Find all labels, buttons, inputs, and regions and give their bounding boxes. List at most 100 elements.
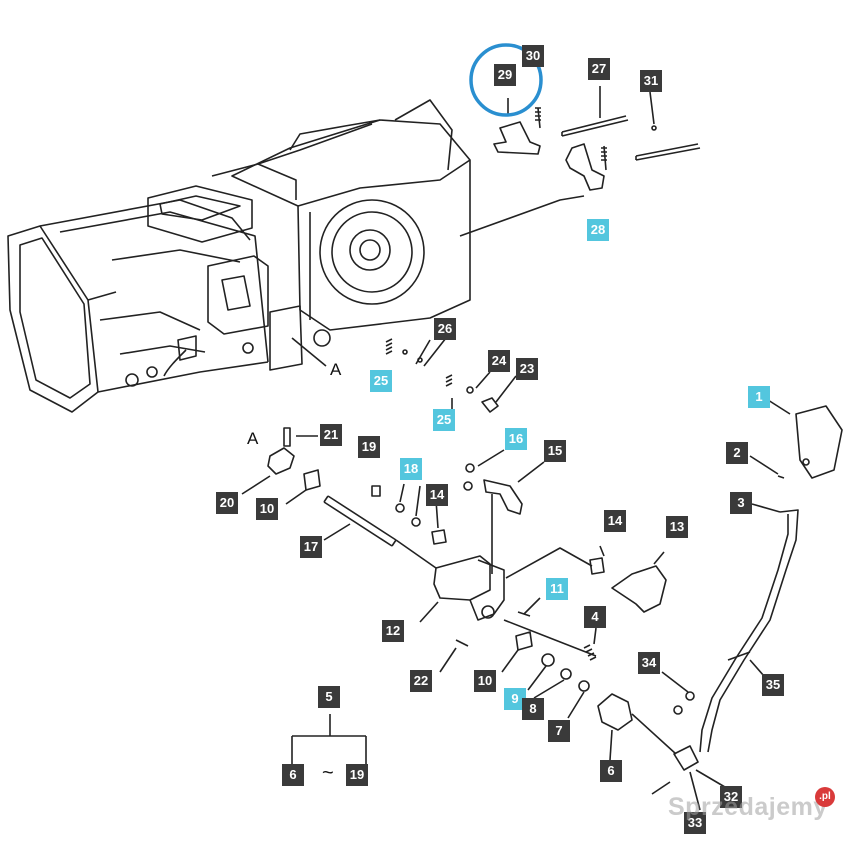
- callout-31: 31: [640, 70, 662, 92]
- callout-19b: 19: [346, 764, 368, 786]
- selector-housing-12: [395, 539, 505, 623]
- shaft-centerline: [503, 619, 597, 657]
- callout-9: 9: [504, 688, 526, 710]
- shaft-17: [323, 495, 397, 547]
- pin-33: [651, 781, 671, 795]
- watermark-badge: .pl: [815, 787, 835, 807]
- ball-31: [651, 125, 657, 131]
- callout-24: 24: [488, 350, 510, 372]
- shift-fork-upper: [493, 98, 541, 155]
- nut-16b: [463, 481, 473, 491]
- group-bracket-5: [291, 714, 367, 764]
- callout-17: 17: [300, 536, 322, 558]
- leader-4: [593, 627, 597, 645]
- leader-13: [653, 551, 665, 565]
- transmission-housing: [7, 99, 471, 413]
- leader-3: [751, 503, 781, 513]
- selector-arm-20: [267, 447, 295, 475]
- shift-fork-lower: [565, 143, 607, 191]
- reference-mark-a-upper: A: [330, 360, 342, 379]
- callout-14b: 14: [604, 510, 626, 532]
- callout-33: 33: [684, 812, 706, 834]
- callout-23: 23: [516, 358, 538, 380]
- boot-6: [597, 693, 633, 731]
- bushing-10-left: [303, 469, 321, 491]
- leader-34: [661, 671, 689, 693]
- bushing-10-right: [515, 631, 533, 651]
- callout-29: 29: [494, 64, 516, 86]
- detent-ball-a: [402, 349, 408, 355]
- leader-10-right: [501, 649, 519, 673]
- pin-21: [283, 427, 291, 447]
- range-tilde: ~: [322, 762, 334, 784]
- bushing-14-right: [589, 557, 605, 575]
- arm-13: [611, 565, 667, 613]
- callout-32: 32: [720, 786, 742, 808]
- callout-5: 5: [318, 686, 340, 708]
- washer-9: [541, 653, 555, 667]
- leader-10-left: [285, 489, 307, 505]
- callout-10a: 10: [256, 498, 278, 520]
- bolt-19: [371, 485, 381, 497]
- callout-21: 21: [320, 424, 342, 446]
- leader-rods: [599, 86, 655, 125]
- callout-8: 8: [522, 698, 544, 720]
- leader-2: [749, 455, 779, 475]
- leader-15-16: [477, 449, 545, 574]
- washer-8: [560, 668, 572, 680]
- callout-25a: 25: [370, 370, 392, 392]
- callout-7: 7: [548, 720, 570, 742]
- leader-20: [241, 475, 271, 495]
- reference-mark-a-lower: A: [247, 429, 259, 448]
- shift-rod-27: [561, 115, 629, 137]
- callout-15: 15: [544, 440, 566, 462]
- joint-32: [673, 745, 699, 771]
- leader-23-24-25: [451, 371, 517, 410]
- callout-22: 22: [410, 670, 432, 692]
- callout-18: 18: [400, 458, 422, 480]
- callout-10b: 10: [474, 670, 496, 692]
- leader-14-right: [599, 545, 605, 557]
- plug-23: [481, 397, 499, 413]
- nut-16a: [465, 463, 475, 473]
- leader-28-line: [459, 195, 585, 237]
- knob-1: [795, 405, 843, 479]
- lever-3: [699, 509, 799, 753]
- watermark-text: Sprzedajemy: [668, 793, 828, 821]
- screw-2: [777, 475, 785, 479]
- callout-30: 30: [522, 45, 544, 67]
- callout-1: 1: [748, 386, 770, 408]
- callout-4: 4: [584, 606, 606, 628]
- callout-6b: 6: [600, 760, 622, 782]
- knob-hole: [802, 458, 810, 466]
- nut-34b: [673, 705, 683, 715]
- leader-11: [523, 597, 541, 615]
- bushing-14-left: [431, 529, 447, 545]
- leader-22: [439, 647, 457, 673]
- detent-spring-upper: [385, 338, 393, 355]
- bracket-15: [483, 479, 523, 515]
- callout-20: 20: [216, 492, 238, 514]
- leader-1: [767, 399, 791, 415]
- leader-35: [749, 659, 765, 677]
- spring-4: [583, 644, 597, 661]
- leader-7-8-9: [527, 665, 585, 719]
- callout-25b: 25: [433, 409, 455, 431]
- callout-2: 2: [726, 442, 748, 464]
- callout-27: 27: [588, 58, 610, 80]
- callout-12: 12: [382, 620, 404, 642]
- washer-18b: [411, 517, 421, 527]
- callout-13: 13: [666, 516, 688, 538]
- leader-26: [415, 337, 447, 367]
- leader-shaft-end: [631, 713, 677, 755]
- leader-17: [323, 523, 351, 541]
- leader-housing-14: [505, 547, 593, 579]
- callout-14a: 14: [426, 484, 448, 506]
- callout-26: 26: [434, 318, 456, 340]
- callout-34: 34: [638, 652, 660, 674]
- washer-18a: [395, 503, 405, 513]
- highlight-circle: [469, 43, 543, 117]
- shift-rod-31: [635, 143, 701, 161]
